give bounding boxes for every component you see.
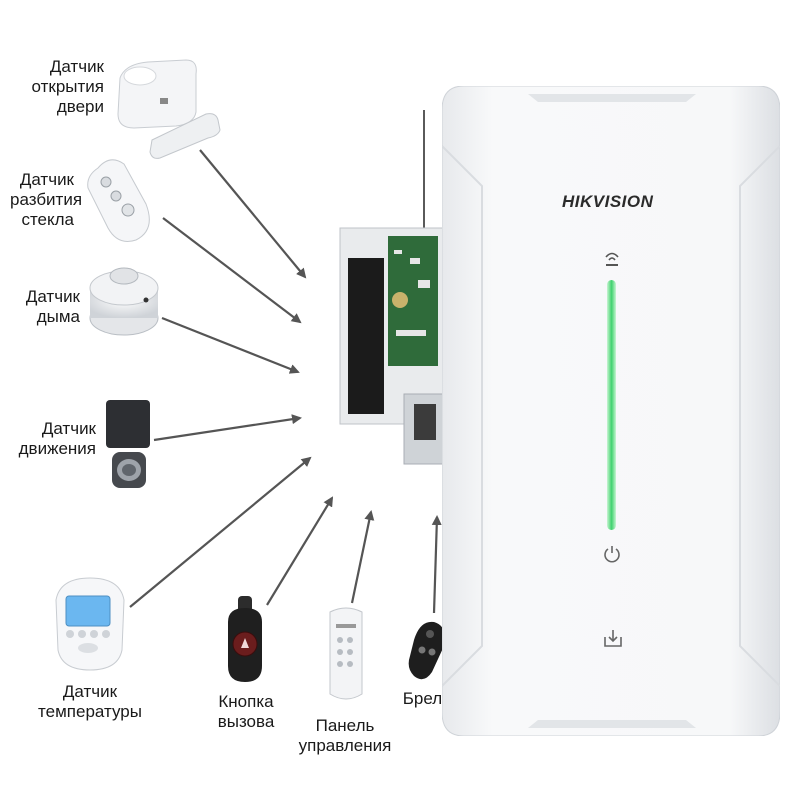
remote-panel-device xyxy=(329,607,363,700)
arrow-door xyxy=(199,149,307,279)
glass-break-sensor-device xyxy=(87,159,150,242)
call-button-device xyxy=(228,596,262,682)
wifi-icon xyxy=(605,252,619,266)
arrow-glass xyxy=(162,217,302,324)
hub-body xyxy=(441,85,781,737)
arrows xyxy=(129,149,442,614)
arrow-call xyxy=(266,496,334,606)
keyfob-device xyxy=(408,621,445,680)
hub-device xyxy=(441,85,781,737)
label-glass-break-sensor: Датчик разбития стекла xyxy=(10,170,83,229)
arrow-temp xyxy=(129,456,312,608)
label-smoke-sensor: Датчик дыма xyxy=(25,287,80,326)
label-remote-panel: Панель управления xyxy=(298,716,392,755)
hub-internal-board xyxy=(339,110,449,465)
power-icon[interactable] xyxy=(602,544,622,564)
motion-sensor-device xyxy=(106,400,150,488)
label-motion-sensor: Датчик движения xyxy=(18,419,96,458)
download-icon xyxy=(604,630,622,647)
label-door-sensor: Датчик открытия двери xyxy=(31,57,104,116)
arrow-motion xyxy=(153,414,302,442)
label-temperature-sensor: Датчик температуры xyxy=(38,682,142,721)
brand-logo: HIKVISION xyxy=(562,192,654,211)
arrow-keyfob xyxy=(431,515,442,614)
label-call-button: Кнопка вызова xyxy=(217,692,275,731)
door-sensor-device xyxy=(117,59,221,159)
smoke-sensor-device xyxy=(89,267,159,336)
temperature-sensor-device xyxy=(55,577,125,671)
arrow-remote xyxy=(350,510,375,604)
arrow-smoke xyxy=(161,316,300,374)
